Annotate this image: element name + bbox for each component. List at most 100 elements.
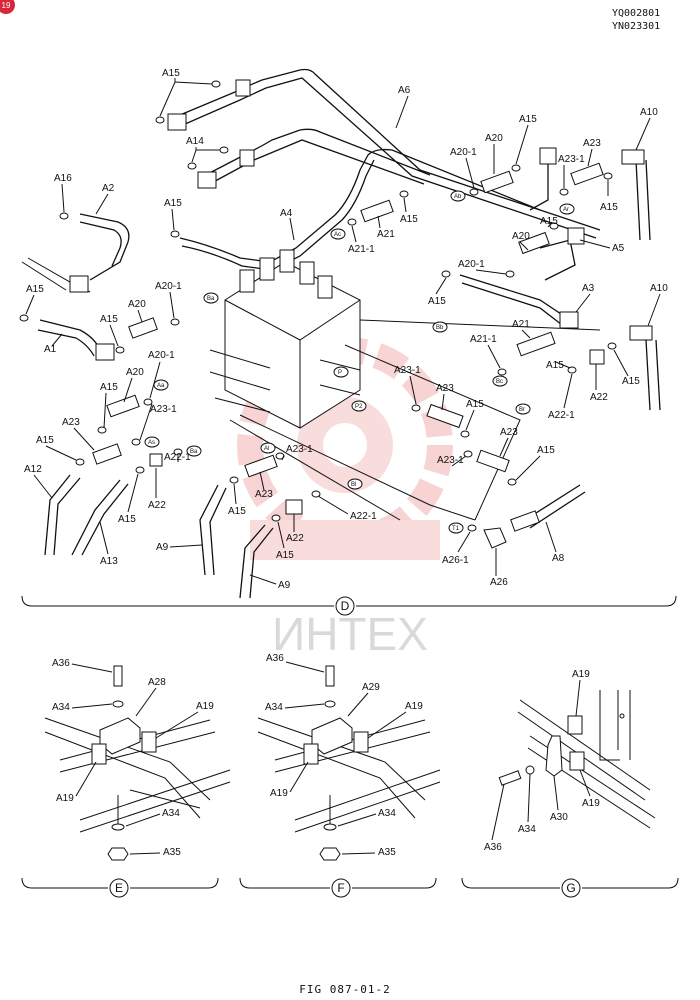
label-a15-5: A15: [400, 214, 418, 225]
label-a15-6: A15: [540, 216, 558, 227]
label-a20-1: A20: [485, 133, 503, 144]
e-label-a19-1: A19: [196, 701, 214, 712]
label-a15-2: A15: [519, 114, 537, 125]
label-a15-9: A15: [100, 314, 118, 325]
label-a23-1-3: A23-1: [150, 404, 177, 415]
section-e-drawing: [44, 665, 231, 861]
label-a2: A2: [102, 183, 115, 194]
port-bc: Bc: [496, 379, 503, 385]
port-al: Al: [264, 446, 269, 452]
label-a15-1: A15: [162, 68, 180, 79]
label-a10-2: A10: [650, 283, 668, 294]
label-a20-4: A20: [126, 367, 144, 378]
section-e-label: E: [115, 881, 123, 895]
label-a23-1-2: A23-1: [394, 365, 421, 376]
e-label-a35: A35: [163, 847, 181, 858]
label-a20-2: A20: [512, 231, 530, 242]
label-a23-1: A23: [583, 138, 601, 149]
label-a4: A4: [280, 208, 293, 219]
label-a15-14: A15: [36, 435, 54, 446]
e-label-a34-1: A34: [52, 702, 70, 713]
f-label-a34-1: A34: [265, 702, 283, 713]
port-bb: Bb: [436, 325, 444, 331]
label-a23-4: A23: [500, 427, 518, 438]
label-a1: A1: [44, 344, 57, 355]
label-a10-1: A10: [640, 107, 658, 118]
label-a12: A12: [24, 464, 42, 475]
label-a21-1: A21: [377, 229, 395, 240]
label-a15-13: A15: [466, 399, 484, 410]
e-label-a36: A36: [52, 658, 70, 669]
g-label-a19-2: A19: [582, 798, 600, 809]
port-t1: T1: [452, 526, 460, 532]
e-label-a19-2: A19: [56, 793, 74, 804]
port-aa: Aa: [157, 383, 165, 389]
f-label-a35: A35: [378, 847, 396, 858]
section-e-labels: A36 A28 A34 A19 A19 A34 A35: [52, 658, 214, 858]
label-a20-3: A20: [128, 299, 146, 310]
a15-fitting-shape: [167, 113, 187, 131]
port-p1: P: [338, 370, 342, 376]
label-a21-1-2: A21-1: [470, 334, 497, 345]
section-f-bracket: F: [239, 877, 437, 898]
section-g-drawing: [498, 690, 656, 829]
g-label-a36: A36: [484, 842, 502, 853]
port-ar: Ar: [563, 207, 569, 213]
label-a15-10: A15: [546, 360, 564, 371]
port-br: Br: [519, 407, 525, 413]
label-a15-8: A15: [428, 296, 446, 307]
section-d-drawing: [19, 68, 661, 599]
section-d-labels: A15 A6 A10 A15 A20 A23 A14 A20-1 A23-1 A…: [24, 68, 668, 591]
label-a23-3: A23: [62, 417, 80, 428]
section-g-labels: A19 A36 A34 A30 A19: [484, 669, 600, 853]
label-a20-1-3: A20-1: [155, 281, 182, 292]
model-code-2: YN023301: [612, 21, 660, 32]
label-a23-2: A23: [436, 383, 454, 394]
f-label-a19-1: A19: [405, 701, 423, 712]
section-e-bracket: E: [21, 877, 219, 898]
label-a3: A3: [582, 283, 595, 294]
g-label-a19-1: A19: [572, 669, 590, 680]
port-marks: Ab Ac Ar Ba Bb Bc Br Aa As Ba Al Bl P P2…: [148, 194, 569, 532]
figure-number: FIG 087-01-2: [299, 983, 390, 996]
control-valve: [209, 249, 361, 429]
label-a15-7: A15: [26, 284, 44, 295]
port-ac: Ac: [334, 232, 341, 238]
g-label-a34: A34: [518, 824, 536, 835]
label-a20-1-1: A20-1: [450, 147, 477, 158]
label-a20-1-2: A20-1: [458, 259, 485, 270]
label-a15-16: A15: [118, 514, 136, 525]
e-label-a28: A28: [148, 677, 166, 688]
port-ab: Ab: [454, 194, 462, 200]
model-code-1: YQ002801: [612, 8, 660, 19]
section-f-labels: A36 A29 A34 A19 A19 A34 A35: [265, 653, 423, 858]
label-a9-1: A9: [156, 542, 169, 553]
port-as: As: [148, 440, 155, 446]
f-label-a34-2: A34: [378, 808, 396, 819]
label-a26: A26: [490, 577, 508, 588]
svg-text:19: 19: [2, 1, 11, 10]
label-a5: A5: [612, 243, 625, 254]
f-label-a36: A36: [266, 653, 284, 664]
label-a22-3: A22: [286, 533, 304, 544]
label-a15-3: A15: [164, 198, 182, 209]
e-label-a34-2: A34: [162, 808, 180, 819]
label-a14: A14: [186, 136, 204, 147]
label-a22-1: A22: [590, 392, 608, 403]
label-a23-1-5: A23-1: [437, 455, 464, 466]
section-f-label: F: [337, 881, 344, 895]
label-a21-1-1: A21-1: [348, 244, 375, 255]
label-a8: A8: [552, 553, 565, 564]
label-a22-2: A22: [148, 500, 166, 511]
label-a15-12: A15: [100, 382, 118, 393]
label-a23-1-1: A23-1: [558, 154, 585, 165]
port-ba-2: Ba: [190, 449, 198, 455]
label-a22-1-1: A22-1: [548, 410, 575, 421]
port-bl: Bl: [351, 482, 356, 488]
label-a26-1: A26-1: [442, 555, 469, 566]
section-d-label: D: [341, 599, 350, 613]
label-a15-17: A15: [228, 506, 246, 517]
label-a23-5: A23: [255, 489, 273, 500]
watermark-text: ИНТЕХ: [272, 608, 428, 660]
